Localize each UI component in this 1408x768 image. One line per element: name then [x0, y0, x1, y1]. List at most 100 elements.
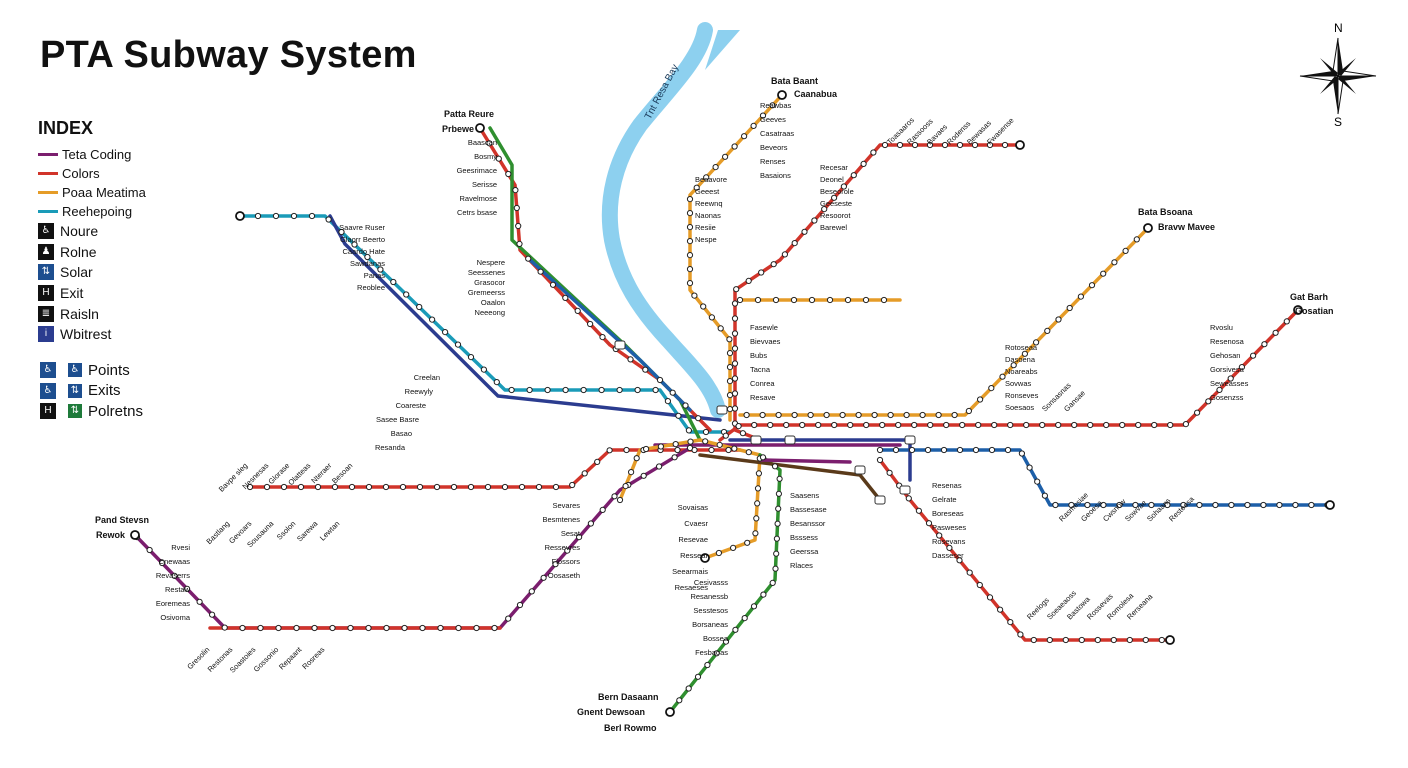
- station-dot[interactable]: [769, 579, 776, 587]
- station-dot[interactable]: [1283, 318, 1290, 325]
- station-dot[interactable]: [811, 217, 818, 224]
- station-dot[interactable]: [1250, 352, 1257, 359]
- station-dot[interactable]: [480, 366, 487, 373]
- station-dot[interactable]: [773, 535, 781, 542]
- station-dot[interactable]: [986, 141, 994, 149]
- station-dot[interactable]: [634, 386, 641, 394]
- station-dot[interactable]: [574, 307, 581, 314]
- station-dot[interactable]: [1142, 636, 1149, 644]
- station-dot[interactable]: [731, 360, 739, 367]
- station-dot[interactable]: [562, 386, 569, 394]
- station-dot[interactable]: [758, 269, 765, 276]
- station-dot[interactable]: [735, 423, 742, 430]
- station-dot[interactable]: [966, 569, 973, 576]
- station-dot[interactable]: [280, 483, 288, 491]
- station-dot[interactable]: [736, 296, 744, 304]
- station-dot[interactable]: [783, 421, 790, 429]
- station-dot[interactable]: [580, 386, 587, 394]
- station-dot[interactable]: [1017, 631, 1024, 638]
- station-dot[interactable]: [759, 454, 767, 461]
- station-dot[interactable]: [686, 444, 694, 452]
- station-dot[interactable]: [839, 411, 846, 419]
- station-dot[interactable]: [808, 296, 816, 304]
- station-dot[interactable]: [515, 222, 522, 230]
- station-dot[interactable]: [290, 212, 298, 220]
- station-dot[interactable]: [775, 490, 783, 497]
- station-dot[interactable]: [941, 141, 949, 149]
- station-dot[interactable]: [1308, 501, 1315, 509]
- interchange-station[interactable]: [874, 495, 886, 505]
- station-dot[interactable]: [275, 624, 282, 632]
- station-dot[interactable]: [685, 427, 693, 434]
- station-dot[interactable]: [196, 598, 203, 605]
- station-dot[interactable]: [616, 496, 624, 504]
- station-dot[interactable]: [731, 300, 739, 307]
- station-dot[interactable]: [656, 376, 664, 384]
- station-dot[interactable]: [171, 572, 178, 580]
- station-dot[interactable]: [725, 446, 732, 454]
- station-dot[interactable]: [569, 481, 576, 489]
- station-dot[interactable]: [1212, 501, 1219, 509]
- station-dot[interactable]: [991, 421, 998, 429]
- station-dot[interactable]: [686, 252, 694, 259]
- station-dot[interactable]: [1094, 636, 1101, 644]
- station-dot[interactable]: [686, 238, 694, 245]
- station-dot[interactable]: [844, 296, 852, 304]
- station-dot[interactable]: [416, 483, 424, 491]
- station-dot[interactable]: [508, 386, 515, 394]
- station-dot[interactable]: [892, 446, 900, 454]
- station-dot[interactable]: [767, 421, 774, 429]
- station-dot[interactable]: [726, 406, 734, 413]
- station-dot[interactable]: [791, 411, 798, 419]
- station-dot[interactable]: [1260, 501, 1267, 509]
- station-dot[interactable]: [552, 483, 560, 491]
- station-dot[interactable]: [876, 446, 884, 454]
- station-dot[interactable]: [821, 206, 828, 213]
- station-dot[interactable]: [686, 266, 694, 273]
- station-dot[interactable]: [1180, 501, 1187, 509]
- station-dot[interactable]: [760, 591, 767, 598]
- station-dot[interactable]: [694, 673, 702, 680]
- station-dot[interactable]: [656, 463, 663, 470]
- station-dot[interactable]: [348, 483, 356, 491]
- station-dot[interactable]: [587, 320, 594, 328]
- station-dot[interactable]: [501, 483, 509, 491]
- station-dot[interactable]: [1055, 316, 1062, 323]
- terminal-station[interactable]: [665, 707, 675, 717]
- station-dot[interactable]: [1007, 619, 1014, 626]
- station-dot[interactable]: [956, 446, 964, 454]
- station-dot[interactable]: [616, 386, 623, 394]
- station-dot[interactable]: [628, 469, 635, 476]
- station-dot[interactable]: [293, 624, 300, 632]
- station-dot[interactable]: [739, 430, 747, 437]
- station-dot[interactable]: [272, 212, 280, 220]
- station-dot[interactable]: [146, 546, 153, 554]
- station-dot[interactable]: [908, 446, 916, 454]
- station-dot[interactable]: [676, 697, 683, 704]
- station-dot[interactable]: [1046, 636, 1053, 644]
- station-dot[interactable]: [495, 155, 502, 162]
- station-dot[interactable]: [599, 506, 606, 513]
- station-dot[interactable]: [1088, 282, 1096, 289]
- station-dot[interactable]: [454, 341, 462, 348]
- station-dot[interactable]: [686, 196, 694, 203]
- station-dot[interactable]: [526, 386, 533, 394]
- station-dot[interactable]: [911, 141, 919, 149]
- station-dot[interactable]: [1087, 421, 1094, 429]
- station-dot[interactable]: [1276, 501, 1283, 509]
- station-dot[interactable]: [926, 141, 934, 149]
- station-dot[interactable]: [594, 458, 601, 465]
- station-dot[interactable]: [986, 594, 994, 601]
- station-dot[interactable]: [1261, 341, 1268, 348]
- station-dot[interactable]: [927, 421, 934, 429]
- station-dot[interactable]: [1167, 421, 1174, 429]
- interchange-station[interactable]: [904, 435, 916, 445]
- station-dot[interactable]: [1196, 501, 1203, 509]
- station-dot[interactable]: [726, 350, 734, 357]
- station-dot[interactable]: [1216, 386, 1223, 393]
- station-dot[interactable]: [911, 421, 918, 429]
- station-dot[interactable]: [1238, 364, 1246, 371]
- station-dot[interactable]: [751, 421, 758, 429]
- station-dot[interactable]: [1041, 492, 1049, 499]
- station-dot[interactable]: [401, 624, 408, 632]
